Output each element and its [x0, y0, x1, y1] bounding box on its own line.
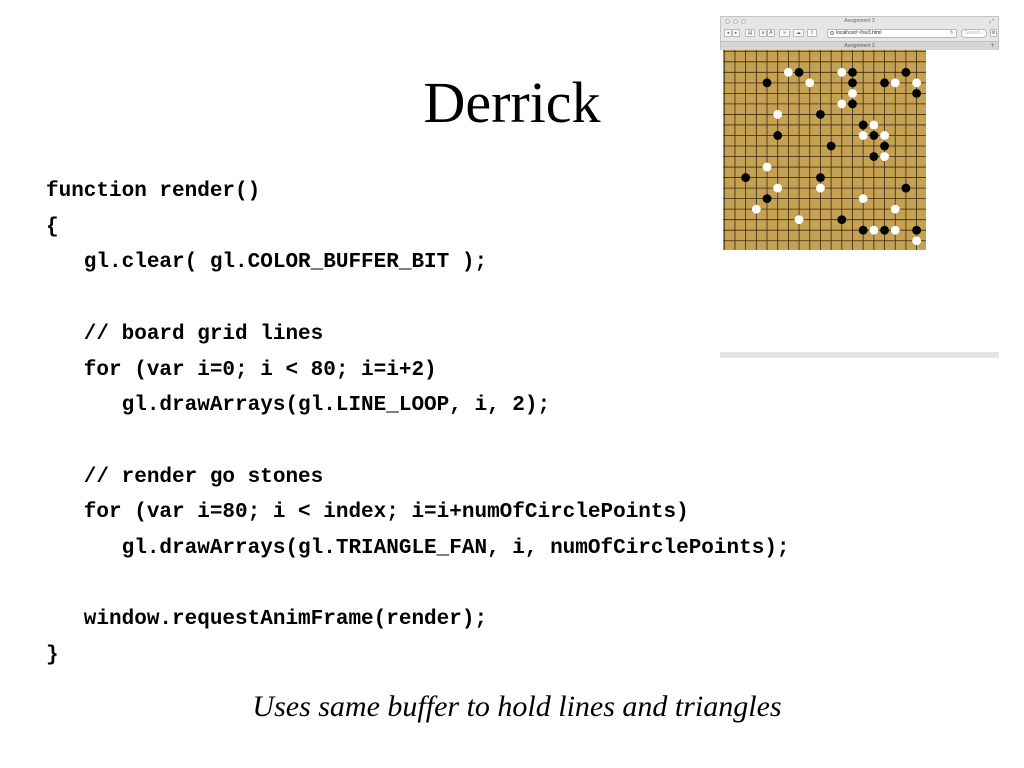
reload-icon[interactable]: ↻ — [949, 30, 954, 36]
black-stone — [869, 131, 879, 140]
white-stone — [837, 67, 847, 77]
white-stone — [751, 204, 761, 214]
black-stone — [869, 152, 879, 161]
black-stone — [901, 183, 911, 193]
black-stone — [848, 78, 857, 88]
white-stone — [858, 131, 868, 140]
black-stone — [848, 67, 857, 77]
black-stone — [826, 141, 836, 151]
plus-icon[interactable]: + — [989, 42, 995, 49]
slide-caption: Uses same buffer to hold lines and trian… — [252, 690, 782, 723]
text-smaller-icon[interactable]: a — [759, 29, 767, 37]
black-stone — [816, 110, 825, 119]
black-stone — [837, 215, 847, 225]
forward-icon[interactable]: ▸ — [732, 29, 740, 37]
minimize-window-icon[interactable] — [733, 19, 738, 24]
black-stone — [901, 67, 911, 77]
white-stone — [805, 78, 815, 88]
close-window-icon[interactable] — [725, 19, 730, 24]
white-stone — [890, 78, 900, 88]
black-stone — [858, 225, 868, 235]
zoom-window-icon[interactable] — [741, 19, 746, 24]
browser-toolbar: ◂ ▸ ▤ a A ∞ ☁ ⇪ localhost/~/hw3.html ↻ S… — [721, 27, 998, 41]
white-stone — [858, 194, 868, 204]
tab-bar: Assignment 3 + — [721, 41, 998, 50]
code-line: function render() — [46, 180, 261, 203]
black-stone — [773, 131, 783, 140]
white-stone — [773, 110, 783, 119]
search-field[interactable]: Search — [961, 29, 987, 38]
white-stone — [783, 67, 793, 77]
go-board-canvas — [723, 50, 926, 250]
code-line: for (var i=0; i < 80; i=i+2) — [46, 358, 437, 382]
slide-title: Derrick — [423, 70, 601, 135]
black-stone — [762, 194, 772, 204]
white-stone — [890, 225, 900, 235]
white-stone — [816, 183, 825, 193]
white-stone — [912, 78, 922, 88]
code-line: gl.clear( gl.COLOR_BUFFER_BIT ); — [46, 251, 488, 275]
black-stone — [762, 78, 772, 88]
white-stone — [880, 152, 889, 161]
black-stone — [912, 88, 922, 98]
code-line: for (var i=80; i < index; i=i+numOfCircl… — [46, 501, 689, 525]
black-stone — [858, 120, 868, 130]
white-stone — [773, 183, 783, 193]
code-line: window.requestAnimFrame(render); — [46, 608, 488, 632]
black-stone — [880, 225, 889, 235]
browser-window-chrome: Assignment 3 ⤢ ◂ ▸ ▤ a A ∞ ☁ ⇪ localhost… — [720, 16, 999, 50]
black-stone — [741, 173, 751, 182]
tab-assignment[interactable]: Assignment 3 — [844, 43, 875, 49]
white-stone — [794, 215, 804, 225]
code-line: gl.drawArrays(gl.TRIANGLE_FAN, i, numOfC… — [46, 537, 790, 561]
black-stone — [816, 173, 825, 182]
white-stone — [848, 88, 857, 98]
white-stone — [837, 99, 847, 109]
code-line: gl.drawArrays(gl.LINE_LOOP, i, 2); — [46, 394, 551, 418]
code-line: // render go stones — [46, 465, 324, 489]
black-stone — [848, 99, 857, 109]
bookmarks-icon[interactable]: ▤ — [745, 29, 755, 37]
code-line: } — [46, 644, 59, 668]
settings-icon[interactable]: ⚙ — [990, 29, 997, 37]
fullscreen-icon[interactable]: ⤢ — [989, 18, 994, 25]
white-stone — [912, 236, 922, 246]
white-stone — [762, 162, 772, 172]
address-bar[interactable]: localhost/~/hw3.html ↻ — [827, 29, 957, 38]
white-stone — [890, 204, 900, 214]
black-stone — [880, 141, 889, 151]
window-title: Assignment 3 — [844, 18, 875, 24]
text-larger-icon[interactable]: A — [767, 29, 775, 37]
go-board — [723, 50, 926, 250]
code-line: { — [46, 215, 59, 239]
back-icon[interactable]: ◂ — [724, 29, 732, 37]
cloud-icon[interactable]: ☁ — [793, 29, 804, 37]
code-line: // board grid lines — [46, 322, 324, 346]
black-stone — [912, 225, 922, 235]
white-stone — [869, 225, 879, 235]
browser-titlebar: Assignment 3 ⤢ — [721, 17, 998, 27]
address-text: localhost/~/hw3.html — [836, 30, 882, 36]
white-stone — [880, 131, 889, 140]
share-icon[interactable]: ⇪ — [807, 29, 817, 37]
black-stone — [880, 78, 889, 88]
glasses-icon[interactable]: ∞ — [779, 29, 790, 37]
browser-status-strip — [720, 352, 999, 358]
black-stone — [794, 67, 804, 77]
white-stone — [869, 120, 879, 130]
globe-icon — [830, 31, 834, 35]
code-block: function render() { gl.clear( gl.COLOR_B… — [46, 174, 790, 674]
